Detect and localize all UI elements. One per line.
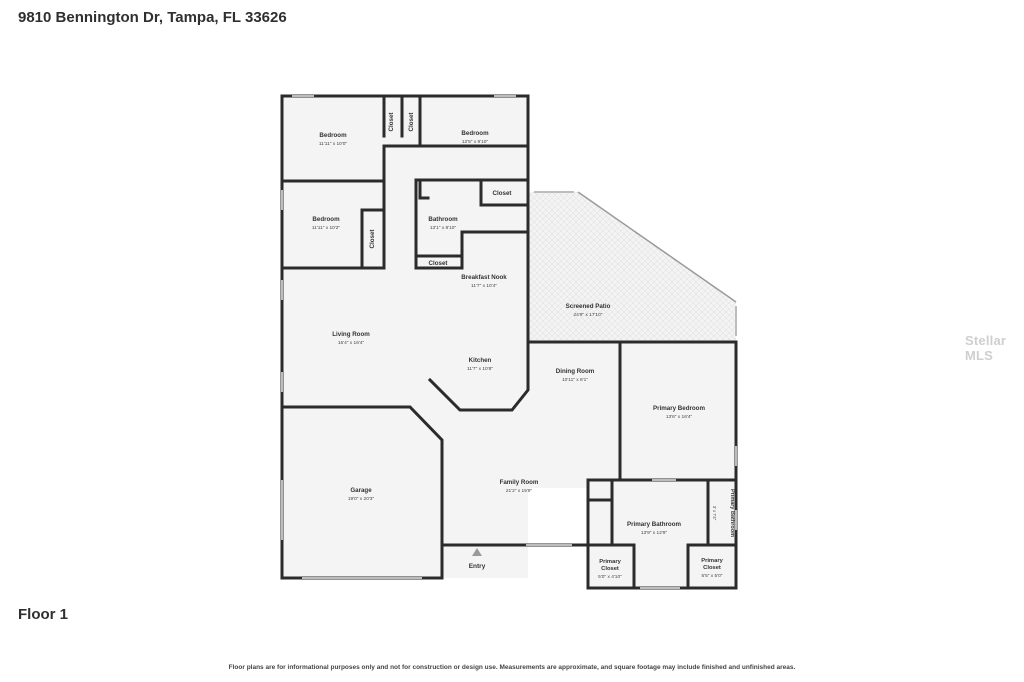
room-closet-4: Closet [493,190,512,197]
room-dims: 5'0" x 4'10" [598,574,622,580]
room-primary-bedroom: Primary Bedroom 13'6" x 16'4" [653,405,705,420]
room-closet-2: Closet [408,113,415,132]
entry-label: Entry [469,563,486,570]
room-bedroom-2: Bedroom 12'5" x 9'10" [461,130,489,145]
room-name: Closet [493,190,512,197]
room-bathroom: Bathroom 13'1" x 8'10" [428,216,458,231]
room-name: Closet [388,113,395,132]
room-name: Primary Bedroom [653,405,705,412]
floor-label: Floor 1 [18,606,69,623]
room-dims: 12'5" x 9'10" [462,139,489,145]
room-name: Dining Room [556,368,595,375]
room-dims: 11'7" x 10'4" [471,283,497,289]
room-dims: 13'6" x 16'4" [666,414,693,420]
room-name: Family Room [500,479,539,486]
room-name: Primary Bathroom [627,521,681,528]
room-dims: 13'9" x 12'9" [641,530,668,536]
windows [281,95,737,589]
disclaimer: Floor plans are for informational purpos… [228,664,796,671]
floor-area [282,96,736,588]
room-dims: 11'11" x 10'2" [312,225,341,231]
room-name: Closet [429,260,448,267]
patio-screen-edge [577,191,737,303]
room-dims: 11'11" x 10'0" [319,141,348,147]
room-primary-bathroom: Primary Bathroom 13'9" x 12'9" [627,521,681,536]
room-screened-patio: Screened Patio 24'9" x 17'10" [566,303,611,318]
room-dims: 3' x 7'4" [712,506,717,521]
room-name: Kitchen [469,357,492,364]
room-dims: 13'1" x 8'10" [430,225,457,231]
room-kitchen: Kitchen 11'7" x 10'8" [467,357,493,372]
entry-arrow-icon [472,548,482,556]
room-name: Bathroom [428,216,458,223]
room-breakfast-nook: Breakfast Nook 11'7" x 10'4" [461,274,507,289]
room-closet-3: Closet [369,230,376,249]
room-name: Bedroom [319,132,347,139]
watermark-logo: Stellar MLS [965,333,1007,363]
room-dims: 24'9" x 17'10" [574,312,603,318]
room-dims: 10'11" x 8'1" [562,377,588,383]
room-family: Family Room 21'2" x 15'9" [500,479,539,494]
room-dims: 21'2" x 15'9" [506,488,533,494]
room-name: Screened Patio [566,303,611,310]
room-dims: 19'0" x 20'3" [348,496,375,502]
room-closet-1: Closet [388,113,395,132]
room-garage: Garage 19'0" x 20'3" [348,487,375,502]
room-name: Primary Bathroom [729,489,735,537]
room-dims: 5'5" x 5'0" [702,573,723,579]
room-name: Breakfast Nook [461,274,507,281]
room-name: Closet [369,230,376,249]
room-dims: 11'7" x 10'8" [467,366,493,372]
room-dining: Dining Room 10'11" x 8'1" [556,368,595,383]
room-name: Bedroom [461,130,489,137]
room-dims: 15'4" x 16'4" [338,340,365,346]
room-living: Living Room 15'4" x 16'4" [332,331,370,346]
room-name: Bedroom [312,216,340,223]
room-closet-5: Closet [429,260,448,267]
room-name: Garage [350,487,372,494]
page-title: 9810 Bennington Dr, Tampa, FL 33626 [18,9,287,26]
room-name: Closet [408,113,415,132]
room-bedroom-1: Bedroom 11'11" x 10'0" [319,132,348,147]
room-primary-bathroom-2: Primary Bathroom 3' x 7'4" [712,489,735,537]
room-name: Living Room [332,331,370,338]
screened-patio-area [528,192,736,342]
room-bedroom-3: Bedroom 11'11" x 10'2" [312,216,341,231]
